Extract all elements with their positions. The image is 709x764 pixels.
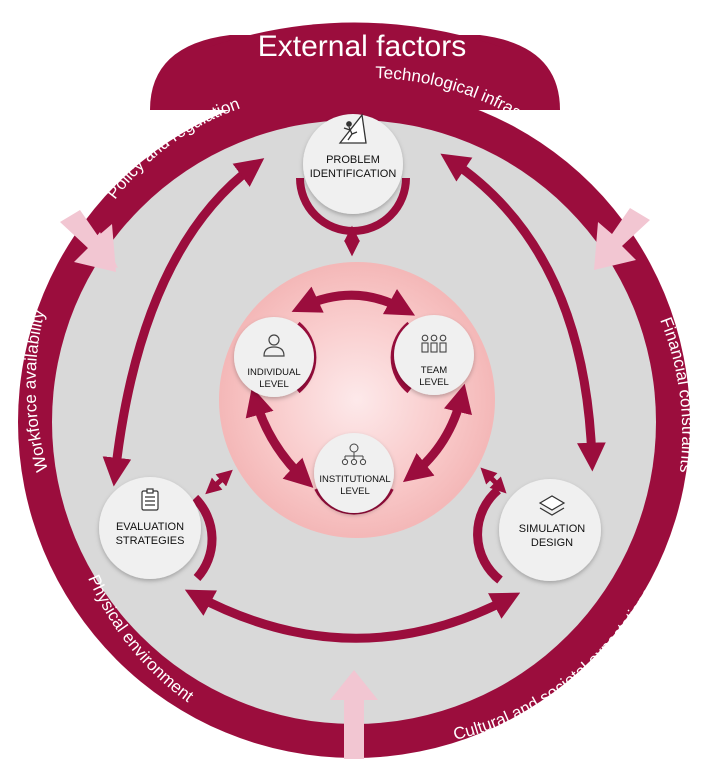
problem-label-2: IDENTIFICATION [310, 168, 397, 180]
node-evaluation-strategies: EVALUATION STRATEGIES [99, 477, 217, 582]
arrow-left-in [60, 210, 116, 272]
arrow-evaluation-simulation [184, 589, 521, 643]
team-icon [421, 334, 447, 353]
institutional-label-2: LEVEL [340, 486, 370, 497]
inner-arrows [245, 286, 472, 488]
problem-label-1: PROBLEM [326, 154, 380, 166]
team-label-2: LEVEL [419, 377, 449, 388]
team-label-1: TEAM [421, 365, 447, 376]
arrow-problem-simulation [440, 153, 606, 472]
node-simulation-design: SIMULATION DESIGN [473, 479, 601, 584]
connector-simulation-center [480, 467, 507, 494]
simulation-label-1: SIMULATION [519, 523, 585, 535]
node-problem-identification: PROBLEM IDENTIFICATION [296, 113, 410, 235]
title: External factors [258, 30, 466, 63]
connector-arrows [205, 225, 507, 495]
simulation-label-2: DESIGN [531, 537, 573, 549]
connector-evaluation-center [205, 469, 233, 495]
org-chart-icon [341, 443, 367, 466]
node-institutional-level: INSTITUTIONAL LEVEL [314, 433, 394, 515]
arrow-individual-institutional [245, 386, 314, 488]
clipboard-checklist-icon [141, 488, 159, 511]
person-icon [263, 334, 285, 357]
arrow-team-institutional [402, 383, 472, 483]
individual-label-1: INDIVIDUAL [247, 367, 300, 378]
evaluation-label-1: EVALUATION [116, 521, 184, 533]
arrow-right-in [594, 208, 650, 270]
evaluation-label-2: STRATEGIES [116, 535, 185, 547]
climber-icon [338, 113, 367, 144]
node-team-level: TEAM LEVEL [390, 315, 474, 395]
individual-label-2: LEVEL [259, 379, 289, 390]
layers-icon [538, 495, 566, 516]
arrow-bottom-in [330, 670, 378, 759]
institutional-label-1: INSTITUTIONAL [319, 474, 390, 485]
arrow-problem-evaluation [102, 158, 265, 487]
arrow-individual-team [291, 286, 416, 316]
node-individual-level: INDIVIDUAL LEVEL [234, 317, 317, 397]
cycle-arrows [102, 153, 606, 643]
